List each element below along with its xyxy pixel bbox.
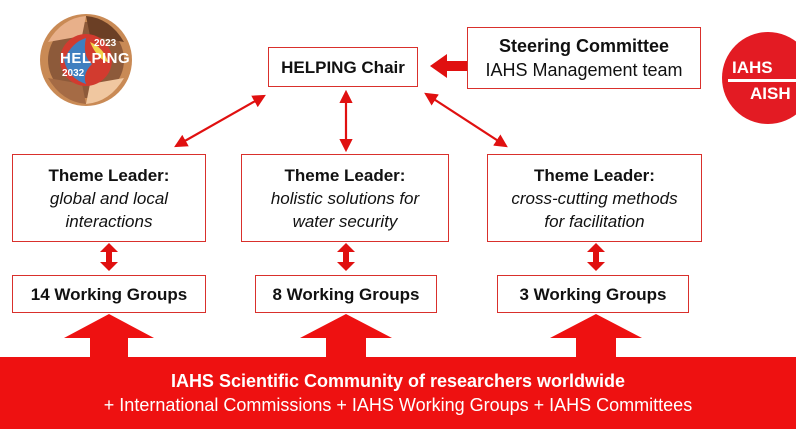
community-to-groups1-arrow bbox=[64, 314, 154, 358]
helping-chair-label: HELPING Chair bbox=[281, 57, 405, 77]
community-banner: IAHS Scientific Community of researchers… bbox=[0, 357, 796, 429]
helping-chair-box: HELPING Chair bbox=[268, 47, 418, 87]
chair-theme3-arrow bbox=[424, 92, 508, 148]
community-title: IAHS Scientific Community of researchers… bbox=[170, 371, 626, 391]
theme-leader-heading: Theme Leader: bbox=[534, 165, 655, 185]
community-to-groups3-arrow bbox=[550, 314, 642, 358]
community-subtitle: + International Commissions + IAHS Worki… bbox=[103, 395, 693, 415]
theme-leader-box-1: Theme Leader: global and local interacti… bbox=[12, 154, 206, 242]
theme-leader-topic-line1: cross-cutting methods bbox=[511, 188, 678, 208]
theme-leader-topic-line1: holistic solutions for bbox=[270, 188, 420, 208]
iahs-logo: IAHS AISH bbox=[710, 30, 796, 128]
working-groups-box-2: 8 Working Groups bbox=[255, 275, 437, 313]
theme-leader-topic-line1: global and local bbox=[49, 188, 169, 208]
theme2-groups-arrow bbox=[337, 243, 355, 271]
steering-committee-title: Steering Committee bbox=[498, 36, 670, 56]
iahs-logo-line1: IAHS bbox=[732, 58, 773, 77]
theme-leader-box-2: Theme Leader: holistic solutions for wat… bbox=[241, 154, 449, 242]
theme-leader-heading: Theme Leader: bbox=[284, 165, 406, 185]
iahs-logo-graphic bbox=[722, 32, 796, 124]
theme3-groups-arrow bbox=[587, 243, 605, 271]
theme1-groups-arrow bbox=[100, 243, 118, 271]
theme-leader-topic-line2: water security bbox=[292, 211, 398, 231]
steering-to-chair-arrow bbox=[430, 54, 468, 78]
helping-logo: 2023 HELPING 2032 bbox=[38, 12, 134, 108]
theme-leader-topic-line2: interactions bbox=[65, 211, 153, 231]
helping-logo-graphic bbox=[40, 14, 132, 106]
working-groups-label: 14 Working Groups bbox=[30, 284, 188, 304]
theme-leader-box-3: Theme Leader: cross-cutting methods for … bbox=[487, 154, 702, 242]
helping-logo-year-bottom: 2032 bbox=[62, 68, 85, 79]
theme-leader-heading: Theme Leader: bbox=[48, 165, 170, 185]
helping-logo-year-top: 2023 bbox=[94, 38, 117, 49]
theme-leader-topic-line2: for facilitation bbox=[544, 211, 645, 231]
chair-theme1-arrow bbox=[174, 94, 266, 148]
working-groups-box-1: 14 Working Groups bbox=[12, 275, 206, 313]
community-to-groups2-arrow bbox=[300, 314, 392, 358]
steering-committee-subtitle: IAHS Management team bbox=[485, 60, 683, 80]
iahs-logo-divider bbox=[728, 79, 796, 82]
helping-logo-text: HELPING bbox=[60, 50, 131, 67]
working-groups-box-3: 3 Working Groups bbox=[497, 275, 689, 313]
steering-committee-box: Steering Committee IAHS Management team bbox=[467, 27, 701, 89]
iahs-logo-line2: AISH bbox=[750, 84, 791, 103]
working-groups-label: 3 Working Groups bbox=[519, 284, 667, 304]
working-groups-label: 8 Working Groups bbox=[272, 284, 420, 304]
